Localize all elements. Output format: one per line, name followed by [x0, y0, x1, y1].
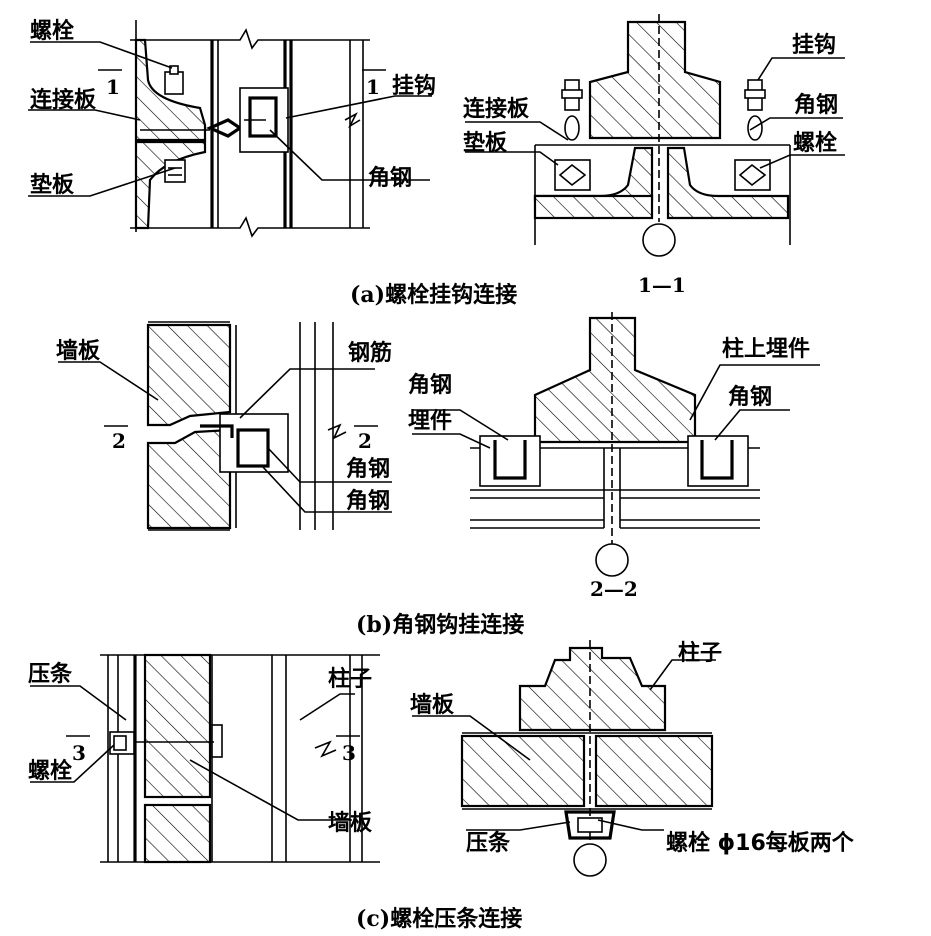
wall-panel-lower-c: [143, 803, 212, 864]
label-pressing-strip-c-section: 压条: [466, 830, 511, 856]
caption-b: (b)角钢钩挂连接: [356, 612, 524, 638]
axis-bubble-a: [642, 223, 676, 257]
wall-panel-section-left: [533, 146, 654, 202]
axis-bubble-b: [595, 543, 629, 577]
label-pressing-strip-c: 压条: [28, 661, 73, 687]
wall-panel-lower-b: [146, 428, 232, 530]
section-mark-1-right: 1: [366, 75, 380, 99]
label-pad-plate: 垫板: [30, 172, 75, 198]
label-wall-panel-b: 墙板: [56, 339, 101, 364]
label-wall-panel-c: 墙板: [328, 811, 373, 836]
caption-c: (c)螺栓压条连接: [356, 906, 522, 932]
label-embedded-part: 埋件: [408, 409, 452, 434]
wall-panel-upper-b: [146, 323, 232, 427]
panel-c-elevation: 3 3 压条 螺栓 柱子 墙板: [28, 653, 380, 864]
label-connecting-plate-section: 连接板: [463, 96, 530, 122]
bolt-c: [109, 731, 135, 755]
label-bolt-note: 螺栓 ϕ16每板两个: [666, 830, 855, 856]
label-column-c: 柱子: [328, 667, 372, 692]
label-hook-section: 挂钩: [792, 32, 836, 58]
label-connecting-plate: 连接板: [30, 87, 97, 113]
label-angle-steel-b1: 角钢: [346, 456, 390, 482]
label-wall-panel-c-section: 墙板: [410, 693, 455, 718]
label-angle-steel: 角钢: [368, 165, 412, 191]
wall-panel-upper-c: [143, 653, 212, 799]
section-title-2-2: 2—2: [590, 577, 638, 601]
label-column-c-section: 柱子: [678, 641, 722, 666]
pressing-strip-section: [564, 810, 616, 840]
column-section-1-1: [588, 20, 722, 140]
label-angle-steel-section: 角钢: [794, 92, 838, 118]
section-mark-2-right: 2: [358, 429, 372, 453]
panel-c-section: 柱子 墙板 压条 螺栓 ϕ16每板两个: [410, 640, 855, 877]
label-bolt-c: 螺栓: [28, 759, 72, 784]
wall-panel-right-c: [594, 734, 714, 808]
panel-b-section: 角钢 埋件 柱上埋件 角钢 2—2: [408, 312, 820, 601]
label-bolt-section: 螺栓: [793, 131, 837, 156]
wall-panel-upper: [134, 38, 207, 142]
caption-a: (a)螺栓挂钩连接: [350, 282, 517, 308]
section-mark-3-right: 3: [342, 741, 356, 765]
wall-panel-lower: [134, 140, 207, 230]
section-mark-1-left: 1: [106, 75, 120, 99]
panel-a-section: 挂钩 连接板 角钢 垫板 螺栓 1—1: [463, 14, 845, 297]
column-section-2-2: [533, 316, 697, 444]
section-mark-2-left: 2: [112, 429, 126, 453]
section-title-1-1: 1—1: [638, 273, 686, 297]
label-angle-steel-left-b: 角钢: [408, 372, 452, 398]
panel-a-elevation: 1 1 螺栓 连接板 垫板 挂钩 角钢: [28, 19, 436, 238]
panel-b-elevation: 2 2 墙板 钢筋 角钢 角钢: [56, 321, 392, 531]
bolt-head: [164, 71, 184, 95]
wall-panel-section-right: [666, 146, 790, 220]
label-hook: 挂钩: [392, 73, 436, 99]
label-rebar: 钢筋: [348, 340, 392, 366]
label-pad-plate-section: 垫板: [463, 130, 508, 156]
section-mark-3-left: 3: [72, 741, 86, 765]
label-bolt: 螺栓: [30, 19, 74, 44]
axis-bubble-c: [573, 843, 607, 877]
wall-panel-left-c: [460, 734, 586, 808]
column-section-c: [518, 646, 667, 732]
label-angle-steel-b2: 角钢: [346, 488, 390, 514]
label-column-embedded-part: 柱上埋件: [722, 337, 810, 362]
label-angle-steel-right-b: 角钢: [728, 384, 772, 410]
